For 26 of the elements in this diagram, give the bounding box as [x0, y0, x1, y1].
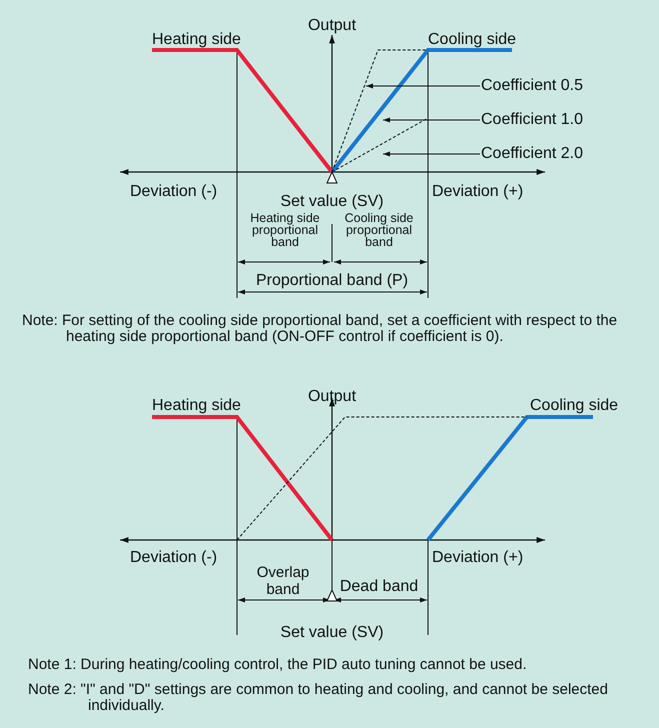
coefficient-label: Coefficient 2.0	[481, 145, 583, 163]
band-label: Heating side proportional band	[249, 212, 321, 248]
setpoint-label: Set value (SV)	[280, 624, 384, 642]
note-text: Note: For setting of the cooling side proportional band, set a coefficient with respect to the heating side proportional band (ON-OFF control if coefficient is 0).	[22, 313, 618, 345]
leader-line	[382, 152, 480, 156]
band-label: Dead band	[340, 578, 418, 596]
side-label: Heating side	[152, 31, 241, 49]
leader-line	[366, 84, 480, 88]
leader-line	[382, 118, 480, 122]
coefficient-label: Coefficient 1.0	[481, 111, 583, 129]
axis-label: Deviation (+)	[432, 549, 524, 567]
band-label: Overlap band	[256, 564, 310, 598]
note-text: Note 1: During heating/cooling control, the PID auto tuning cannot be used.	[28, 657, 528, 673]
coefficient-label: Coefficient 0.5	[481, 77, 583, 95]
band-label: Cooling side proportional band	[344, 212, 414, 248]
axis-label: Output	[308, 388, 356, 406]
note-text: Note 2: "I" and "D" settings are common to heating and cooling, and cannot be selected individually.	[28, 682, 609, 714]
axis-label: Deviation (-)	[130, 183, 218, 201]
side-label: Cooling side	[530, 397, 618, 415]
axis-label: Deviation (+)	[432, 183, 524, 201]
axis-label: Output	[308, 17, 356, 35]
axis-label: Deviation (-)	[130, 549, 218, 567]
side-label: Heating side	[152, 397, 241, 415]
band-label: Proportional band (P)	[256, 272, 408, 290]
setpoint-label: Set value (SV)	[280, 193, 384, 211]
side-label: Cooling side	[428, 31, 516, 49]
